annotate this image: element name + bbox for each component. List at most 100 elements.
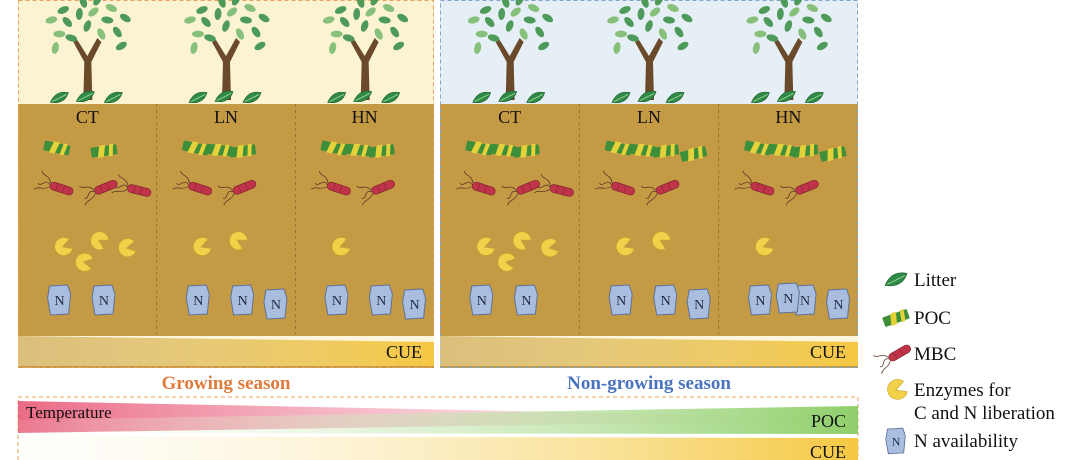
mbc-stripe: [521, 185, 526, 193]
mbc-stripe: [99, 185, 103, 193]
plot-label: HN: [775, 107, 801, 127]
n-availability-icon: N: [368, 284, 393, 316]
litter-vein: [329, 94, 345, 102]
poc-band: [350, 143, 361, 156]
tree-leaf: [515, 0, 524, 6]
tree-leaf: [88, 7, 99, 17]
mbc-icon: [873, 344, 911, 374]
tree-leaf: [190, 42, 198, 54]
poc-band: [697, 145, 703, 159]
n-letter: N: [376, 294, 386, 309]
enzyme-body: [90, 231, 110, 251]
poc-band: [222, 144, 230, 157]
n-letter: N: [55, 294, 65, 309]
poc-icon: [791, 143, 819, 158]
mbc-flagella: [640, 185, 658, 206]
tree-leaf: [798, 28, 807, 40]
tree-leaf: [204, 34, 216, 42]
poc-band: [97, 144, 106, 158]
tree-trunk: [73, 38, 102, 100]
mbc-body: [94, 179, 118, 195]
n-letter: N: [271, 298, 281, 313]
tree-leaf: [663, 16, 675, 24]
tree-leaf: [97, 28, 106, 40]
poc-icon: [768, 143, 795, 157]
tree-leaf: [356, 0, 365, 8]
tree-leaf: [196, 6, 208, 14]
tree-leaf: [226, 7, 238, 17]
poc-band: [809, 143, 815, 157]
tree-leaf: [681, 13, 693, 23]
poc-band: [247, 143, 252, 157]
tree-leaf: [677, 41, 689, 51]
tree-leaf: [484, 17, 495, 27]
n-availability-icon: N: [608, 284, 633, 316]
litter-vein: [190, 94, 206, 102]
tree-leaf: [637, 8, 645, 20]
tree-leaf: [101, 16, 114, 24]
mbc-body: [326, 181, 351, 196]
tree-leaf: [607, 16, 619, 24]
enzyme-body: [540, 238, 559, 258]
tree-leaf: [75, 8, 83, 20]
poc-band: [48, 141, 61, 154]
poc-band: [481, 143, 491, 156]
mbc-stripe: [616, 183, 620, 191]
n-letter: N: [410, 298, 420, 313]
poc-band: [59, 143, 68, 156]
mbc-flagella: [356, 185, 374, 206]
enzyme-icon: [90, 231, 110, 251]
mbc-stripe: [133, 185, 136, 194]
poc-band: [645, 144, 653, 157]
enzyme-icon: [755, 237, 774, 256]
tree-leaf: [235, 28, 245, 40]
enzyme-icon: [652, 231, 671, 251]
mbc-body: [611, 181, 635, 196]
mbc-stripe: [899, 348, 904, 356]
mbc-stripe: [244, 182, 249, 191]
tree-leaf: [218, 0, 226, 8]
poc-band: [760, 143, 769, 156]
tree-trunk: [495, 38, 524, 100]
poc-icon: [679, 145, 708, 162]
litter-vein: [528, 94, 544, 102]
n-stone: [91, 284, 116, 316]
n-letter: N: [755, 294, 765, 309]
legend-item: POC: [882, 308, 951, 329]
tree-leaf: [222, 20, 230, 32]
mbc-flagella: [311, 170, 329, 190]
legend-label: N availability: [914, 431, 1018, 452]
poc-gradient-label: POC: [811, 411, 846, 431]
enzyme-body: [193, 237, 212, 256]
mbc-icon: [595, 170, 635, 196]
mbc-stripe: [762, 185, 766, 194]
litter-vein: [77, 93, 93, 101]
mbc-icon: [734, 170, 775, 196]
tree-leaf: [360, 20, 369, 32]
mbc-flagella: [172, 170, 190, 190]
mbc-body: [750, 181, 775, 196]
tree-leaf: [816, 41, 828, 51]
n-stone: [653, 284, 678, 316]
enzyme-body: [229, 231, 248, 251]
tree-leaf: [806, 4, 818, 12]
poc-icon: [344, 143, 372, 157]
mbc-icon: [79, 179, 118, 206]
mbc-stripe: [376, 185, 381, 193]
mbc-flagella: [501, 185, 519, 206]
poc-icon: [320, 140, 348, 156]
enzyme-icon: [229, 231, 248, 251]
poc-gradient: [18, 406, 858, 434]
mbc-body: [188, 181, 213, 196]
cue-wedge-top: [18, 336, 434, 342]
tree-leaf: [658, 28, 668, 40]
tree-leaf: [674, 26, 684, 38]
poc-band: [784, 144, 792, 157]
tree-leaf: [519, 28, 528, 40]
n-stone: [368, 284, 393, 316]
mbc-flagella: [33, 170, 52, 190]
plot-label: LN: [637, 107, 661, 127]
